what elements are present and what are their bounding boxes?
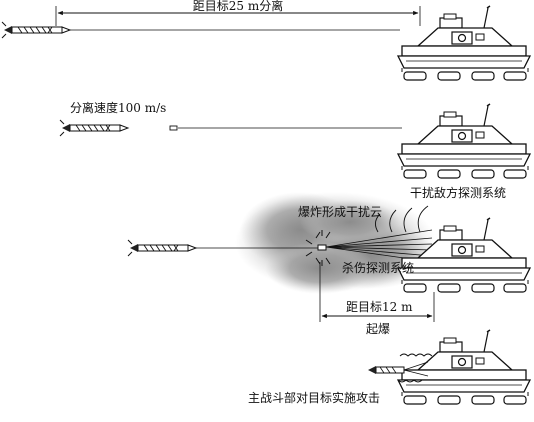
label-interference-cloud: 爆炸形成干扰云 xyxy=(298,205,382,219)
stage-2: 分离速度100 m/s 干扰敌方探测系统 xyxy=(59,100,531,200)
caption-jam-detection: 干扰敌方探测系统 xyxy=(410,185,506,200)
caption-main-warhead: 主战斗部对目标实施攻击 xyxy=(248,390,380,405)
label-detonate: 起爆 xyxy=(366,322,390,336)
stage-1: 距目标25 m分离 xyxy=(1,0,531,81)
missile-1 xyxy=(1,21,71,39)
fragment-rays xyxy=(325,229,433,263)
sensor-waves xyxy=(375,205,429,233)
missile-2 xyxy=(59,119,129,137)
label-kill-sensors: 杀伤探测系统 xyxy=(342,260,414,275)
label-12m-distance: 距目标12 m xyxy=(346,300,413,314)
stage-3: 爆炸形成干扰云 杀伤探测系统 距目标12 m 起爆 xyxy=(127,192,531,336)
tank-4 xyxy=(397,329,531,405)
main-warhead-attack xyxy=(368,353,433,383)
tank-1 xyxy=(397,5,531,81)
burst-lines xyxy=(305,230,331,266)
submunition-3 xyxy=(317,244,327,251)
missile-3 xyxy=(127,239,197,257)
label-separation-distance: 距目标25 m分离 xyxy=(193,0,283,13)
label-separation-speed: 分离速度100 m/s xyxy=(70,100,166,115)
tank-2 xyxy=(397,103,531,179)
stage-4: 主战斗部对目标实施攻击 xyxy=(248,329,531,405)
submunition-2 xyxy=(169,125,178,131)
